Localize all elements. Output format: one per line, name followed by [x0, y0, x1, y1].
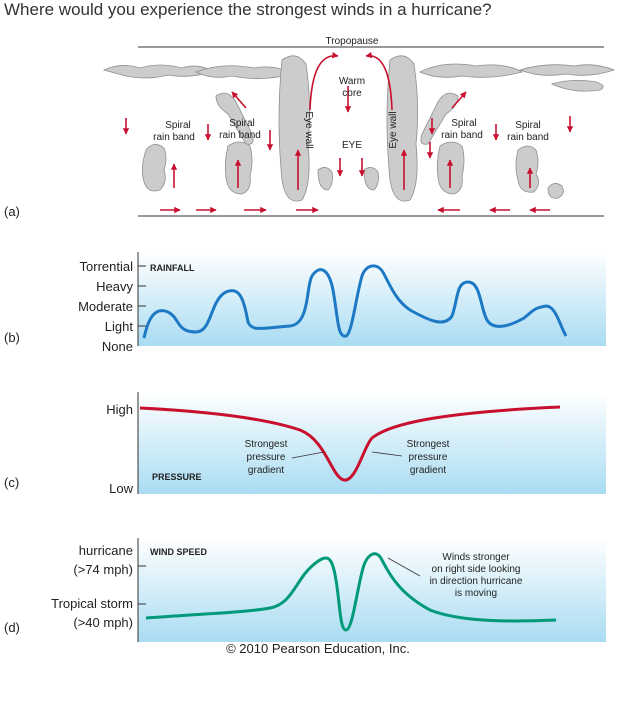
rainfall-panel-bg: [138, 252, 606, 346]
pressure-title: PRESSURE: [152, 472, 202, 482]
panel-a-cross-section: (a) Tropopause: [4, 36, 616, 219]
gradient-note-left-1: Strongest: [245, 439, 288, 450]
rain-level-torrential: Torrential: [80, 259, 134, 274]
warm-core-label-2: core: [342, 88, 362, 99]
rainfall-title: RAINFALL: [150, 263, 195, 273]
tropical-storm-threshold-1: Tropical storm: [51, 596, 133, 611]
cloud-tops: [102, 55, 616, 202]
rain-level-none: None: [102, 339, 133, 354]
gradient-note-right-1: Strongest: [407, 439, 450, 450]
tropical-storm-threshold-2: (>40 mph): [73, 615, 133, 630]
rain-level-heavy: Heavy: [96, 279, 133, 294]
pressure-high-label: High: [106, 402, 133, 417]
wind-note-2: on right side looking: [432, 564, 521, 575]
panel-d-wind-speed: (d) hurricane (>74 mph) Tropical storm (…: [4, 538, 606, 642]
rain-level-light: Light: [105, 319, 134, 334]
wind-speed-title: WIND SPEED: [150, 547, 208, 557]
tropopause-label: Tropopause: [326, 36, 379, 47]
spiral-label-3: Spiral: [451, 118, 477, 129]
warm-core-label-1: Warm: [339, 76, 365, 87]
gradient-note-left-2: pressure: [247, 452, 286, 463]
panel-b-letter: (b): [4, 330, 20, 345]
wind-note-1: Winds stronger: [442, 552, 510, 563]
gradient-note-right-3: gradient: [410, 465, 446, 476]
rainfall-curve: [142, 264, 568, 339]
rain-band-label-1: rain band: [153, 132, 195, 143]
gradient-note-right-2: pressure: [409, 452, 448, 463]
eye-wall-label-left: Eye wall: [303, 111, 314, 148]
gradient-note-left-3: gradient: [248, 465, 284, 476]
hurricane-threshold-2: (>74 mph): [73, 562, 133, 577]
rain-band-label-4: rain band: [507, 132, 549, 143]
question-text: Where would you experience the strongest…: [4, 0, 492, 19]
rain-level-moderate: Moderate: [78, 299, 133, 314]
pressure-low-label: Low: [109, 481, 133, 496]
copyright-text: © 2010 Pearson Education, Inc.: [226, 641, 410, 656]
pressure-curve: [139, 405, 561, 482]
panel-a-letter: (a): [4, 204, 20, 219]
airflow-arrows: [122, 51, 574, 214]
spiral-label-2: Spiral: [229, 118, 255, 129]
hurricane-threshold-1: hurricane: [79, 543, 133, 558]
rain-band-label-3: rain band: [441, 130, 483, 141]
spiral-label-4: Spiral: [515, 120, 541, 131]
rain-band-label-2: rain band: [219, 130, 261, 141]
wind-speed-curve: [145, 552, 557, 632]
eye-label: EYE: [342, 140, 362, 151]
panel-b-rainfall: (b) Torrential Heavy Moderate Light None…: [4, 252, 606, 354]
panel-d-letter: (d): [4, 620, 20, 635]
panel-c-letter: (c): [4, 475, 19, 490]
spiral-label-1: Spiral: [165, 120, 191, 131]
eye-wall-label-right: Eye wall: [388, 111, 399, 148]
wind-note-3: in direction hurricane: [430, 576, 523, 587]
panel-c-pressure: (c) High Low PRESSURE Strongest pressure…: [4, 392, 606, 496]
wind-note-4: is moving: [455, 588, 497, 599]
